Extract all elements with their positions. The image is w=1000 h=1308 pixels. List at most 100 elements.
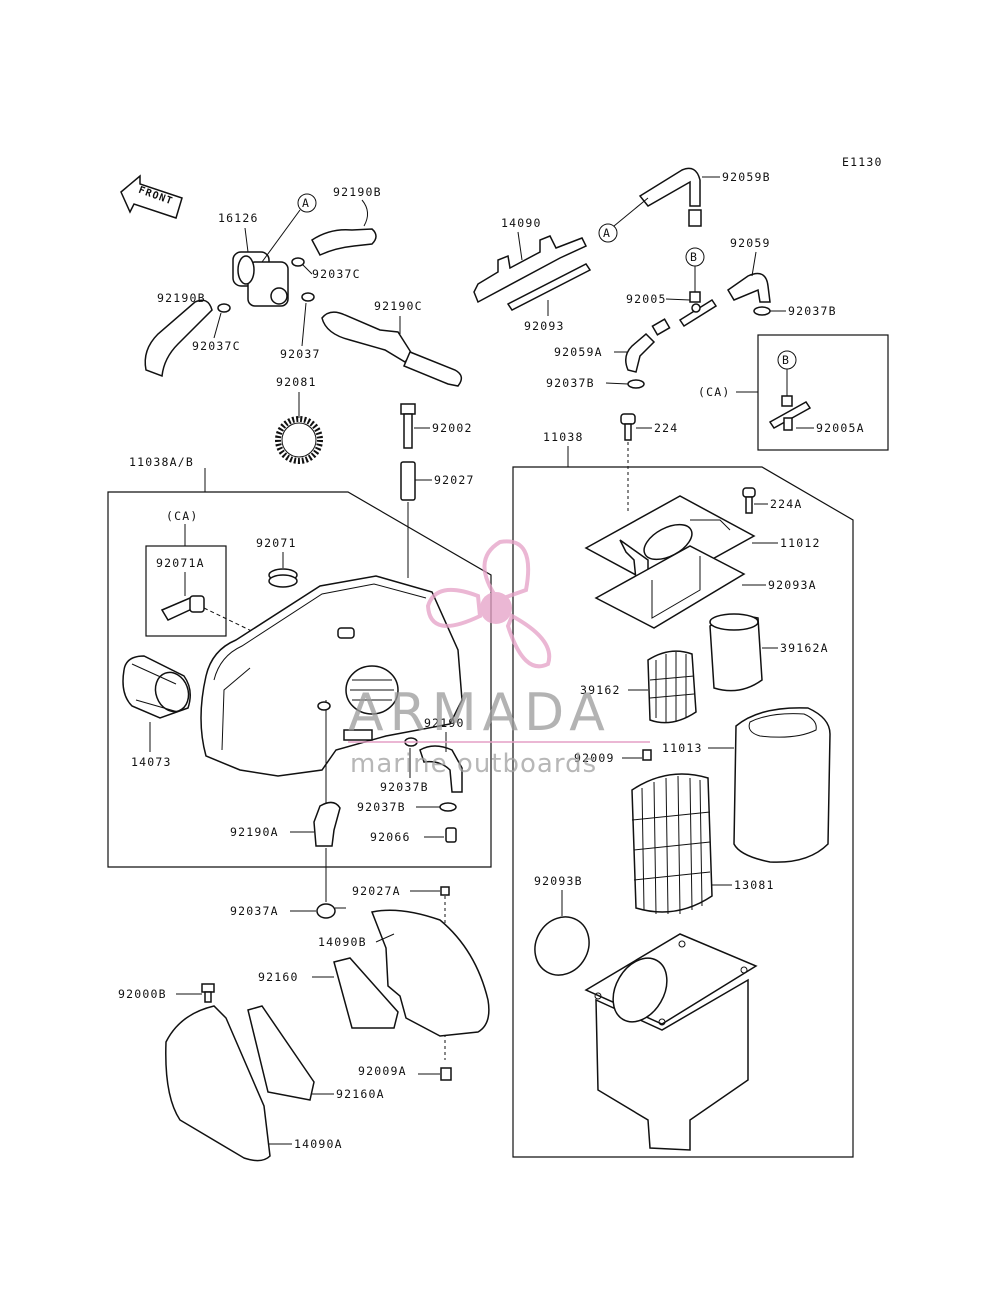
bolt-92002 bbox=[400, 403, 416, 449]
hose-92190C-end bbox=[403, 351, 463, 387]
label-92037B-mid: 92037B bbox=[546, 376, 595, 390]
clamp-92037C-b bbox=[217, 303, 231, 313]
label-92160A: 92160A bbox=[336, 1087, 385, 1101]
assy-right-title: 11038 bbox=[543, 430, 584, 444]
screw-224 bbox=[620, 413, 636, 441]
label-11013: 11013 bbox=[662, 741, 703, 755]
label-92005: 92005 bbox=[626, 292, 667, 306]
filter-case bbox=[584, 933, 758, 1151]
sleeve-39162A bbox=[709, 613, 763, 692]
callout-a-left: A bbox=[302, 196, 310, 210]
pad-92160A bbox=[247, 1005, 315, 1101]
gasket-92093A bbox=[594, 545, 746, 629]
label-92160: 92160 bbox=[258, 970, 299, 984]
pad-92160 bbox=[333, 957, 399, 1029]
label-92009: 92009 bbox=[574, 751, 615, 765]
clamp-92037 bbox=[301, 292, 315, 302]
assy-box-right bbox=[512, 466, 854, 1158]
label-92093A: 92093A bbox=[768, 578, 817, 592]
callout-a-right: A bbox=[603, 226, 611, 240]
bolt-92000B bbox=[201, 983, 215, 1003]
armada-watermark-logo: ARMADA marine outboards bbox=[348, 539, 650, 779]
label-92190C: 92190C bbox=[374, 299, 423, 313]
clamp-92037B-mid bbox=[627, 379, 645, 389]
clamp-92037B-low2 bbox=[439, 802, 457, 812]
label-92037C-a: 92037C bbox=[312, 267, 361, 281]
label-14090B: 14090B bbox=[318, 935, 367, 949]
hose-92190B-left bbox=[144, 299, 213, 378]
label-92037B-low2: 92037B bbox=[357, 800, 406, 814]
propeller-icon bbox=[425, 539, 552, 669]
air-box-housing bbox=[200, 575, 463, 806]
element-11013 bbox=[733, 707, 831, 863]
label-92002: 92002 bbox=[432, 421, 473, 435]
fitting-92071A bbox=[160, 595, 205, 621]
bolt-92009 bbox=[642, 749, 652, 761]
spring-92081 bbox=[275, 416, 323, 464]
cover-14090B bbox=[370, 909, 490, 1037]
assy-left-title: 11038A/B bbox=[129, 455, 194, 469]
hose-92190 bbox=[419, 745, 463, 793]
hose-92059B bbox=[638, 167, 701, 207]
fitting-92005 bbox=[678, 291, 718, 328]
front-arrow-icon: FRONT bbox=[120, 174, 183, 219]
label-92059B: 92059B bbox=[722, 170, 771, 184]
label-92081: 92081 bbox=[276, 375, 317, 389]
label-92037: 92037 bbox=[280, 347, 321, 361]
label-92093B: 92093B bbox=[534, 874, 583, 888]
label-92190B-top: 92190B bbox=[333, 185, 382, 199]
label-92066: 92066 bbox=[370, 830, 411, 844]
label-92009A: 92009A bbox=[358, 1064, 407, 1078]
label-14090: 14090 bbox=[501, 216, 542, 230]
label-92037B-top: 92037B bbox=[788, 304, 837, 318]
label-14073: 14073 bbox=[131, 755, 172, 769]
cage-13081 bbox=[631, 773, 713, 915]
hose-92190B-top bbox=[311, 228, 377, 256]
label-224A: 224A bbox=[770, 497, 803, 511]
label-92071: 92071 bbox=[256, 536, 297, 550]
label-16126: 16126 bbox=[218, 211, 259, 225]
label-92005A: 92005A bbox=[816, 421, 865, 435]
callout-b-ca: B bbox=[782, 353, 790, 367]
label-92059A: 92059A bbox=[554, 345, 603, 359]
bracket-14090 bbox=[473, 235, 588, 304]
label-92027: 92027 bbox=[434, 473, 475, 487]
duct-14073 bbox=[122, 655, 191, 719]
watermark-name: ARMADA bbox=[348, 683, 611, 743]
collar-92027 bbox=[400, 461, 416, 501]
hose-92059A bbox=[625, 332, 656, 373]
clamp-92037B-top bbox=[753, 306, 771, 316]
cover-14090A bbox=[165, 1005, 271, 1162]
label-224: 224 bbox=[654, 421, 678, 435]
bolt-92009A bbox=[440, 1067, 452, 1081]
label-39162: 39162 bbox=[580, 683, 621, 697]
label-92000B: 92000B bbox=[118, 987, 167, 1001]
plug-92066 bbox=[445, 827, 457, 843]
watermark-tagline: marine outboards bbox=[350, 749, 597, 779]
label-92093: 92093 bbox=[524, 319, 565, 333]
callout-b: B bbox=[690, 250, 698, 264]
plate-11012 bbox=[584, 495, 756, 589]
hose-92190C bbox=[321, 311, 413, 363]
fitting-92005A bbox=[768, 395, 812, 431]
elbow-92190A bbox=[313, 801, 341, 847]
clamp-92037A bbox=[316, 903, 346, 919]
oring-92093B bbox=[534, 916, 590, 976]
label-13081: 13081 bbox=[734, 878, 775, 892]
label-92190A: 92190A bbox=[230, 825, 279, 839]
ca-box-left bbox=[145, 545, 227, 637]
label-92190B-left: 92190B bbox=[157, 291, 206, 305]
cage-39162 bbox=[647, 650, 697, 724]
ca-left-title: (CA) bbox=[166, 509, 199, 523]
screw-224A bbox=[742, 487, 756, 514]
label-39162A: 39162A bbox=[780, 641, 829, 655]
label-92037B-low: 92037B bbox=[380, 780, 429, 794]
label-92059: 92059 bbox=[730, 236, 771, 250]
strip-92093 bbox=[506, 263, 592, 311]
hose-92059 bbox=[726, 272, 771, 303]
label-11012: 11012 bbox=[780, 536, 821, 550]
valve-16126 bbox=[232, 251, 289, 307]
label-92027A: 92027A bbox=[352, 884, 401, 898]
label-92071A: 92071A bbox=[156, 556, 205, 570]
